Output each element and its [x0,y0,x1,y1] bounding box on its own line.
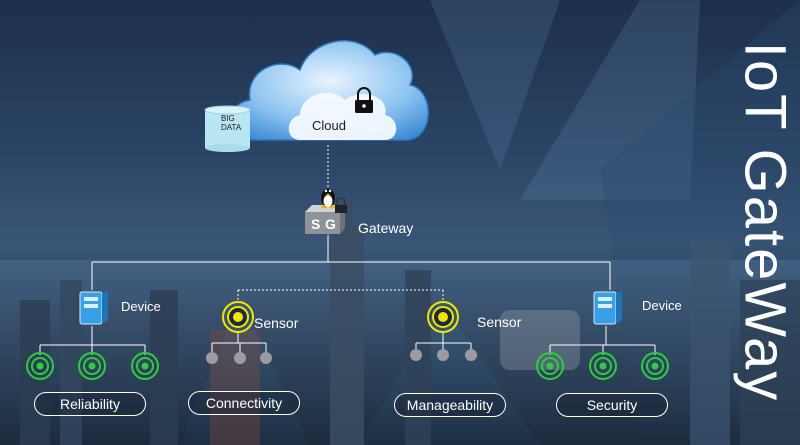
sensor-dot-icon [260,352,272,364]
sensor-left-icon [222,301,254,333]
gateway-label: Gateway [358,220,414,236]
green-node-icon [641,352,669,380]
endpoint-nodes-right [536,352,669,380]
green-node-icon [536,352,564,380]
manageability-caption: Manageability [394,393,506,417]
sensor-dots-left [206,352,272,364]
green-node-icon [131,352,159,380]
device-right-label: Device [642,298,682,313]
sensor-left-label: Sensor [254,315,299,331]
gateway-badge-s: S [311,216,321,232]
sensor-dot-icon [465,349,477,361]
green-node-icon [78,352,106,380]
cloud-label: Cloud [312,118,346,133]
device-right-icon [593,290,622,325]
big-data-line1: BIG [221,114,235,123]
gateway-box-icon [305,197,347,234]
sensor-dot-icon [206,352,218,364]
green-node-icon [26,352,54,380]
connection-lines [39,145,656,355]
sensor-dot-icon [437,349,449,361]
endpoint-nodes-left [26,352,159,380]
device-left-label: Device [121,299,161,314]
green-node-icon [589,352,617,380]
sensor-right-label: Sensor [477,314,522,330]
linux-penguin-icon [321,189,335,209]
lock-icon [355,87,373,113]
big-data-label: BIG DATA [221,114,241,132]
sensor-right-icon [427,301,459,333]
security-caption: Security [556,393,668,417]
big-data-line2: DATA [221,123,242,132]
connectivity-caption: Connectivity [188,391,300,415]
sensor-dots-right [410,349,477,361]
device-left-icon [79,290,108,325]
database-icon [204,105,251,152]
gateway-badge-g: G [325,216,336,232]
sensor-dot-icon [234,352,246,364]
sensor-dot-icon [410,349,422,361]
page-title: IoT GateWay [732,41,798,403]
reliability-caption: Reliability [34,392,146,416]
